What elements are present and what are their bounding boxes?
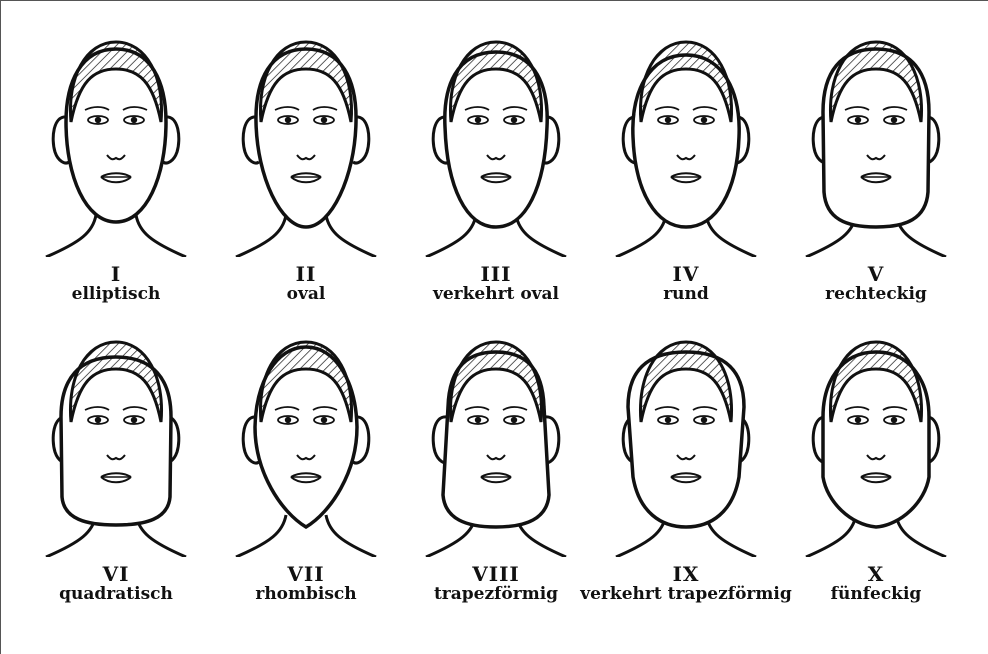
right-pupil xyxy=(511,117,517,123)
neck-left xyxy=(236,215,286,257)
left-pupil xyxy=(95,117,101,123)
face-numeral: VII xyxy=(255,563,356,585)
face-cell-ii: II oval xyxy=(211,27,401,327)
face-numeral: II xyxy=(287,263,326,285)
face-shape-label: verkehrt oval xyxy=(433,285,559,304)
neck-right xyxy=(706,215,756,257)
face-caption: II oval xyxy=(287,263,326,304)
face-drawing-x xyxy=(801,327,951,557)
neck-left xyxy=(806,515,856,557)
face-numeral: IV xyxy=(663,263,709,285)
face-cell-vii: VII rhombisch xyxy=(211,327,401,627)
left-pupil xyxy=(475,417,481,423)
face-caption: IX verkehrt trapezförmig xyxy=(580,563,791,604)
face-caption: VI quadratisch xyxy=(59,563,173,604)
left-pupil xyxy=(855,417,861,423)
face-shape-label: elliptisch xyxy=(72,285,161,304)
left-pupil xyxy=(475,117,481,123)
face-caption: IV rund xyxy=(663,263,709,304)
right-pupil xyxy=(321,117,327,123)
face-caption: V rechteckig xyxy=(825,263,927,304)
face-cell-iii: III verkehrt oval xyxy=(401,27,591,327)
neck-left xyxy=(46,215,96,257)
right-pupil xyxy=(891,417,897,423)
face-cell-viii: VIII trapezförmig xyxy=(401,327,591,627)
face-shape-label: rund xyxy=(663,285,709,304)
face-numeral: X xyxy=(831,563,922,585)
face-grid: I elliptisch II oval xyxy=(21,27,971,627)
face-drawing-ii xyxy=(231,27,381,257)
neck-right xyxy=(516,215,566,257)
face-cell-i: I elliptisch xyxy=(21,27,211,327)
neck-right xyxy=(136,215,186,257)
face-numeral: III xyxy=(433,263,559,285)
left-pupil xyxy=(665,417,671,423)
face-drawing-iv xyxy=(611,27,761,257)
right-pupil xyxy=(701,117,707,123)
face-drawing-iii xyxy=(421,27,571,257)
face-cell-vi: VI quadratisch xyxy=(21,327,211,627)
face-drawing-v xyxy=(801,27,951,257)
right-pupil xyxy=(131,417,137,423)
face-shape-label: quadratisch xyxy=(59,585,173,604)
right-pupil xyxy=(321,417,327,423)
neck-right xyxy=(326,515,376,557)
face-shape-label: rhombisch xyxy=(255,585,356,604)
face-caption: X fünfeckig xyxy=(831,563,922,604)
right-pupil xyxy=(131,117,137,123)
face-caption: I elliptisch xyxy=(72,263,161,304)
face-cell-x: X fünfeckig xyxy=(781,327,971,627)
face-caption: VII rhombisch xyxy=(255,563,356,604)
face-shape-label: rechteckig xyxy=(825,285,927,304)
left-pupil xyxy=(285,417,291,423)
face-shape-label: verkehrt trapezförmig xyxy=(580,585,791,604)
right-pupil xyxy=(891,117,897,123)
face-drawing-viii xyxy=(421,327,571,557)
left-pupil xyxy=(285,117,291,123)
neck-left xyxy=(236,515,286,557)
left-pupil xyxy=(665,117,671,123)
face-numeral: IX xyxy=(580,563,791,585)
right-pupil xyxy=(701,417,707,423)
face-numeral: VI xyxy=(59,563,173,585)
face-shape-label: oval xyxy=(287,285,326,304)
face-caption: III verkehrt oval xyxy=(433,263,559,304)
face-cell-ix: IX verkehrt trapezförmig xyxy=(591,327,781,627)
left-pupil xyxy=(855,117,861,123)
face-drawing-vi xyxy=(41,327,191,557)
face-cell-iv: IV rund xyxy=(591,27,781,327)
neck-left xyxy=(616,215,666,257)
left-pupil xyxy=(95,417,101,423)
face-shape-label: trapezförmig xyxy=(434,585,558,604)
face-drawing-vii xyxy=(231,327,381,557)
face-numeral: I xyxy=(72,263,161,285)
neck-right xyxy=(896,515,946,557)
face-caption: VIII trapezförmig xyxy=(434,563,558,604)
neck-left xyxy=(426,215,476,257)
face-drawing-i xyxy=(41,27,191,257)
face-shape-label: fünfeckig xyxy=(831,585,922,604)
face-numeral: VIII xyxy=(434,563,558,585)
right-pupil xyxy=(511,417,517,423)
face-numeral: V xyxy=(825,263,927,285)
neck-right xyxy=(326,215,376,257)
face-cell-v: V rechteckig xyxy=(781,27,971,327)
face-drawing-ix xyxy=(611,327,761,557)
